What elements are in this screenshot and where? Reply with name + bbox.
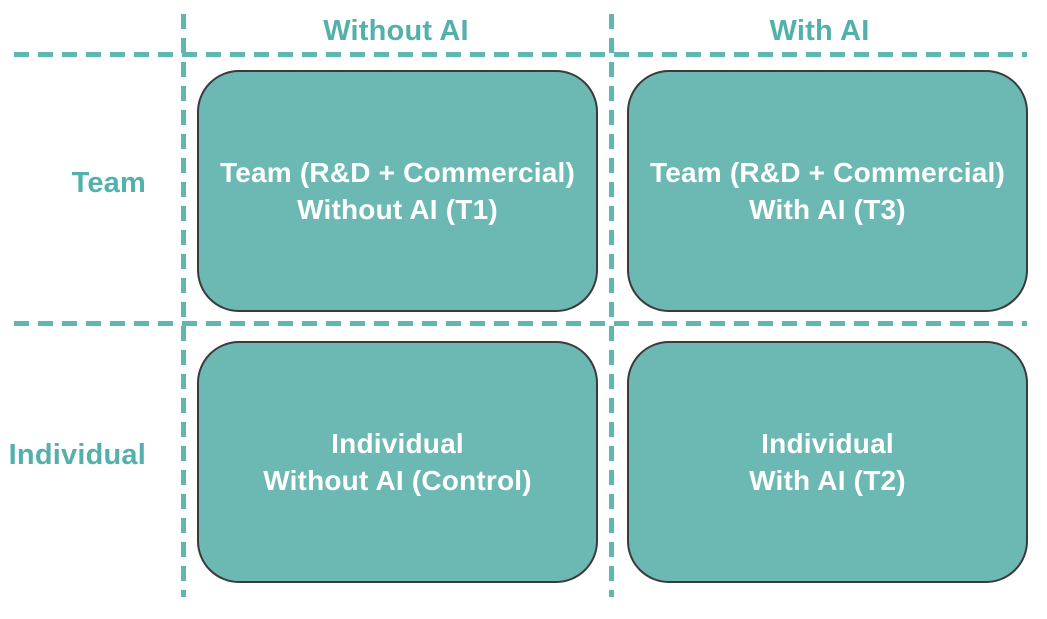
- cell-individual-with-ai-t2: Individual With AI (T2): [627, 341, 1028, 583]
- horizontal-divider-middle: [14, 321, 1027, 326]
- column-header-with-ai: With AI: [769, 14, 870, 47]
- cell-text-line: With AI (T3): [749, 194, 906, 225]
- horizontal-divider-top: [14, 52, 1027, 57]
- cell-text-line: Without AI (T1): [297, 194, 498, 225]
- cell-individual-without-ai-control: Individual Without AI (Control): [197, 341, 598, 583]
- column-header-without-ai: Without AI: [323, 14, 469, 47]
- cell-text-line: Team (R&D + Commercial): [220, 157, 575, 188]
- row-label-team: Team: [71, 166, 146, 199]
- cell-team-without-ai-t1: Team (R&D + Commercial) Without AI (T1): [197, 70, 598, 312]
- cell-text-line: Team (R&D + Commercial): [650, 157, 1005, 188]
- row-label-individual: Individual: [8, 438, 146, 471]
- cell-text-line: Individual: [761, 428, 894, 459]
- cell-text-line: With AI (T2): [749, 465, 906, 496]
- cell-text-line: Individual: [331, 428, 464, 459]
- cell-text-line: Without AI (Control): [263, 465, 532, 496]
- vertical-divider-middle: [609, 14, 614, 597]
- vertical-divider-left: [181, 14, 186, 597]
- cell-team-with-ai-t3: Team (R&D + Commercial) With AI (T3): [627, 70, 1028, 312]
